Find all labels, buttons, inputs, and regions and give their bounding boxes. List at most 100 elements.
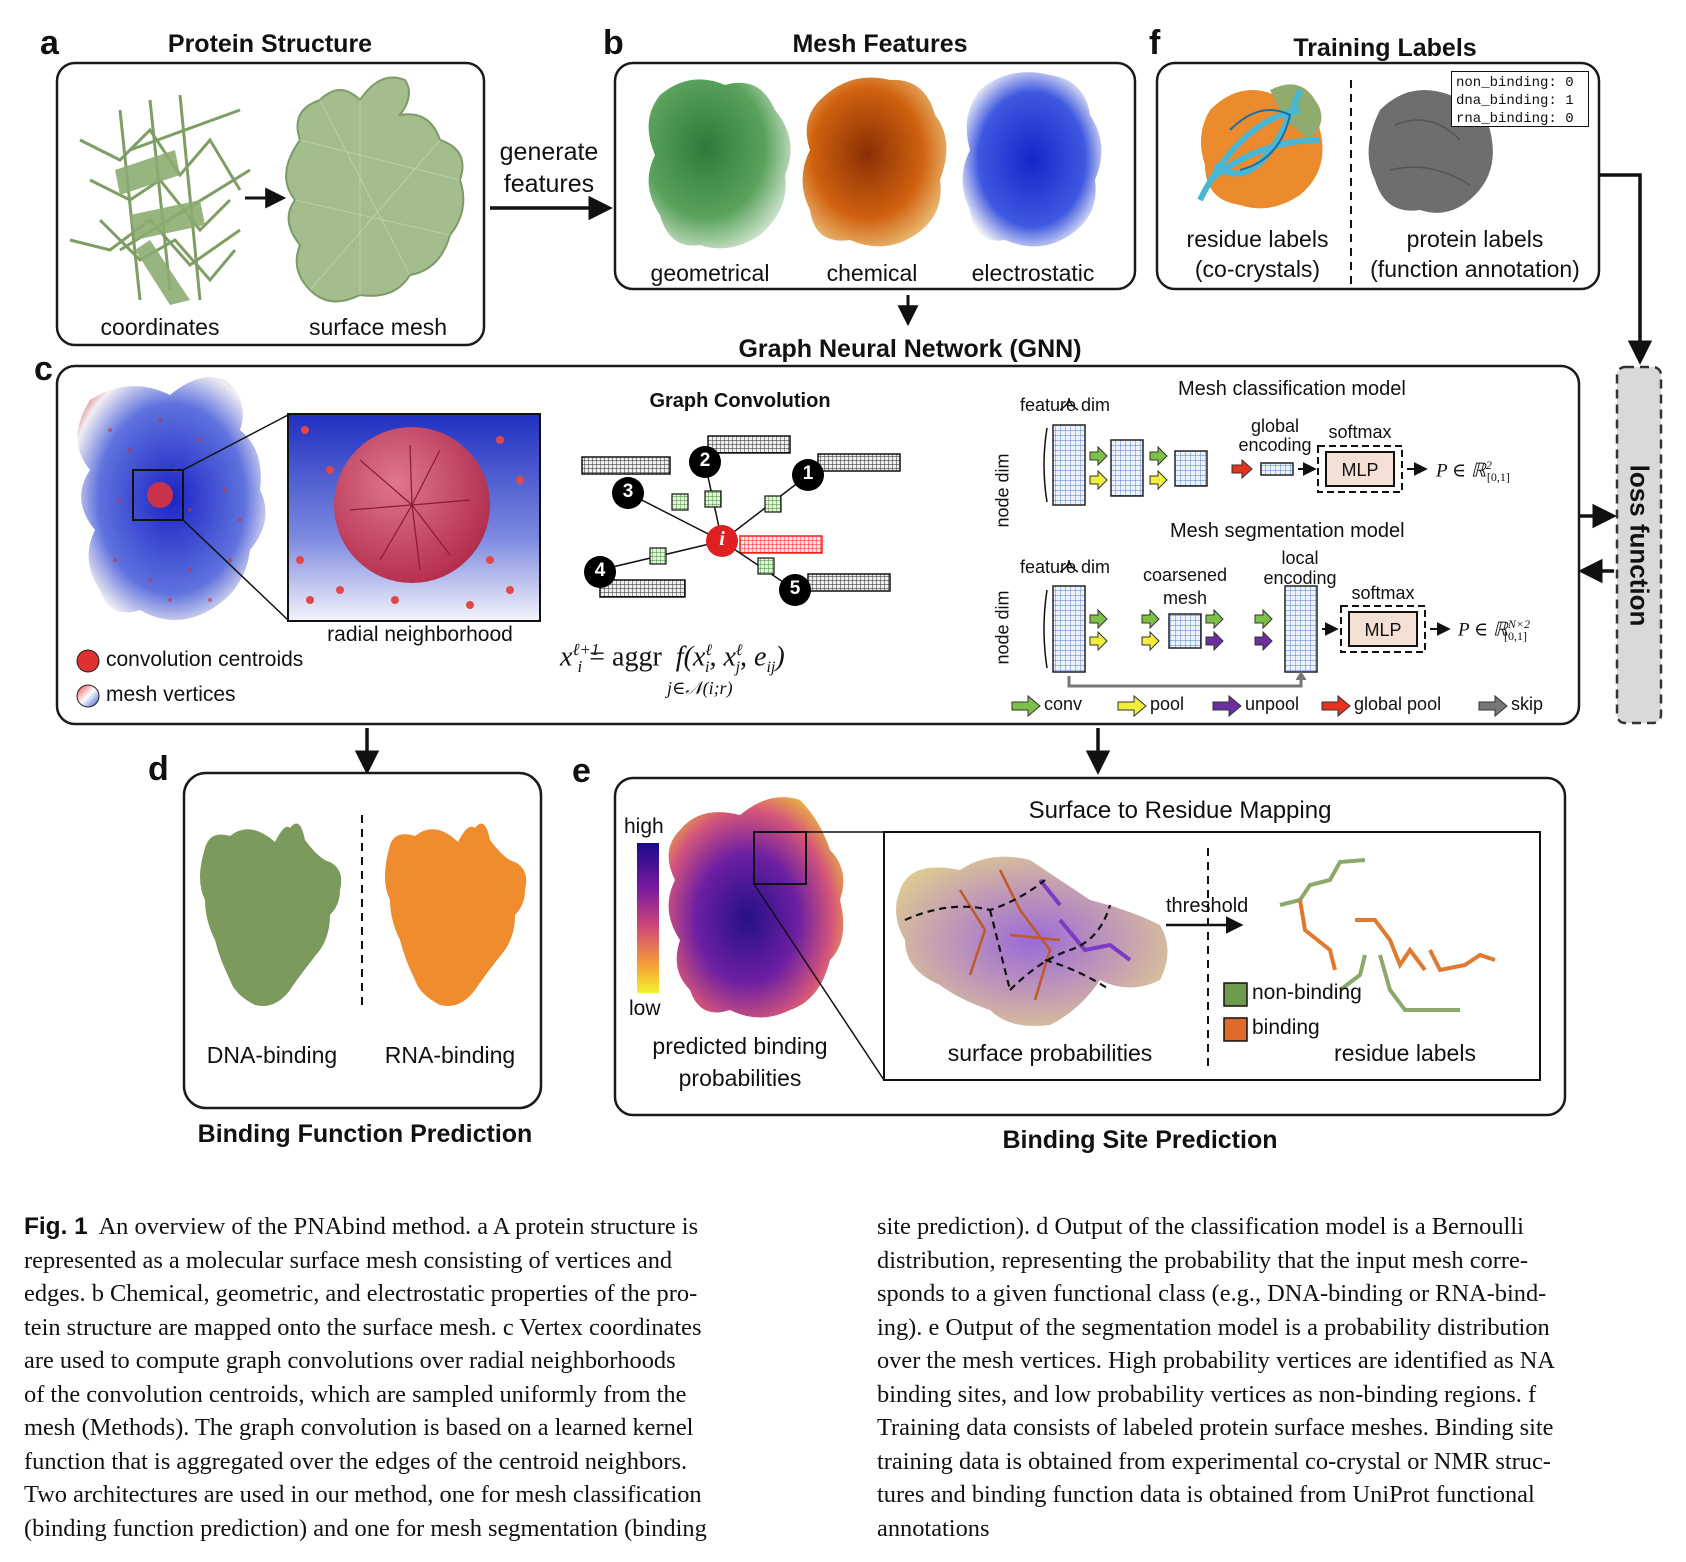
caption-line: represented as a molecular surface mesh …: [24, 1246, 673, 1274]
caption-line: mesh (Methods). The graph convolution is…: [24, 1414, 694, 1441]
caption-line: tures and binding function data is obtai…: [877, 1481, 1535, 1508]
colorbar-high: high: [624, 815, 664, 838]
geometrical-mesh: [648, 79, 791, 249]
node-1: 1: [802, 463, 814, 484]
surface-mapping-title: Surface to Residue Mapping: [1028, 797, 1332, 824]
centroid-legend-dot: [76, 649, 100, 673]
panel-b-title: Mesh Features: [792, 30, 968, 58]
feature-dim-label-2: feature dim: [1020, 557, 1111, 577]
segmentation-title: Mesh segmentation model: [1170, 520, 1405, 542]
panel-letter-f: f: [1149, 24, 1161, 62]
rna-binding-shape: [385, 823, 527, 1006]
probabilities-label: probabilities: [678, 1065, 802, 1091]
node-3: 3: [622, 481, 634, 502]
colorbar: [637, 843, 659, 993]
colorbar-low: low: [629, 997, 661, 1020]
panel-f-title: Training Labels: [1293, 34, 1477, 62]
graph-convolution-diagram: [581, 435, 901, 606]
caption-line: tein structure are mapped onto the surfa…: [24, 1313, 702, 1341]
binding-site-prediction-title: Binding Site Prediction: [1002, 1126, 1278, 1154]
caption-line: over the mesh vertices. High probability…: [877, 1347, 1555, 1374]
surface-mesh-shape: [285, 76, 465, 303]
node-5: 5: [789, 578, 801, 599]
formula-aggr: aggr: [612, 641, 662, 673]
figure-label: Fig. 1: [24, 1213, 88, 1240]
coarsened-label-2: mesh: [1162, 588, 1207, 608]
figure-graphics: [55, 61, 1663, 1117]
dna-binding-shape: [200, 823, 342, 1006]
mlp-label-2: MLP: [1364, 620, 1402, 640]
label-rna-binding: RNA-binding: [384, 1042, 516, 1068]
panel-letter-c: c: [34, 350, 53, 388]
residue-labels-label: residue labels: [1334, 1040, 1476, 1066]
local-encoding-2: encoding: [1263, 568, 1337, 588]
legend-non-binding: non-binding: [1252, 981, 1362, 1004]
caption-line: site prediction). d Output of the classi…: [877, 1213, 1524, 1240]
loss-function-box: [1615, 365, 1663, 725]
surface-probabilities-label: surface probabilities: [947, 1040, 1153, 1066]
label-geometrical: geometrical: [650, 260, 770, 286]
panel-letter-a: a: [40, 24, 59, 62]
gnn-title: Graph Neural Network (GNN): [738, 335, 1082, 363]
label-dna-binding: DNA-binding: [206, 1042, 338, 1068]
binding-function-prediction-title: Binding Function Prediction: [197, 1120, 533, 1148]
chemical-mesh: [802, 77, 947, 247]
panel-letter-b: b: [603, 24, 624, 62]
co-crystal-structure: [1197, 84, 1323, 209]
label-protein-labels: protein labels: [1406, 226, 1544, 252]
caption-line: annotations: [877, 1514, 990, 1542]
caption-line: (binding function prediction) and one fo…: [24, 1514, 707, 1542]
label-function-annotation: (function annotation): [1370, 256, 1580, 282]
label-surface-mesh: surface mesh: [308, 314, 448, 340]
formula: xℓ+1i = aggr f(xℓi, xℓj, eij): [560, 640, 785, 676]
local-encoding-1: local: [1281, 548, 1319, 568]
global-encoding-2: encoding: [1238, 435, 1312, 455]
softmax-label-2: softmax: [1351, 583, 1415, 603]
caption-line: edges. b Chemical, geometric, and electr…: [24, 1280, 698, 1307]
non-binding-swatch: [1223, 982, 1248, 1007]
coarsened-label-1: coarsened: [1142, 565, 1228, 585]
panel-a-title: Protein Structure: [167, 30, 373, 58]
classification-model-diagram: [1043, 397, 1428, 506]
node-4: 4: [594, 560, 606, 581]
legend-pool: pool: [1150, 694, 1185, 714]
global-encoding-1: global: [1250, 416, 1300, 436]
panel-letter-e: e: [572, 752, 591, 790]
vertex-legend-dot: [76, 684, 100, 708]
features-label: features: [503, 170, 595, 198]
label-radial-neighborhood: radial neighborhood: [327, 623, 513, 646]
arrow-legend: [1011, 694, 1508, 718]
feature-dim-label-1: feature dim: [1020, 395, 1111, 415]
output-segmentation: P ∈ ℝN×2[0,1]: [1458, 617, 1530, 644]
binding-swatch: [1223, 1017, 1248, 1042]
panel-letter-d: d: [148, 750, 169, 788]
formula-subscript: j∈𝒩(i;r): [667, 678, 733, 698]
graph-convolution-title: Graph Convolution: [649, 390, 831, 412]
caption-line: Training data consists of labeled protei…: [877, 1414, 1554, 1441]
output-classification: P ∈ ℝ2[0,1]: [1436, 458, 1510, 485]
softmax-label-1: softmax: [1328, 422, 1392, 442]
label-co-crystals: (co-crystals): [1194, 256, 1321, 282]
caption-line: ing). e Output of the segmentation model…: [877, 1313, 1550, 1341]
caption-line: are used to compute graph convolutions o…: [24, 1347, 676, 1374]
caption-line: distribution, representing the probabili…: [877, 1246, 1528, 1274]
electrostatic-mesh: [962, 72, 1102, 247]
label-electrostatic: electrostatic: [971, 260, 1095, 286]
caption-line: sponds to a given functional class (e.g.…: [877, 1280, 1547, 1307]
caption-line: binding sites, and low probability verti…: [877, 1380, 1537, 1408]
caption-line: training data is obtained from experimen…: [877, 1447, 1551, 1475]
legend-conv: conv: [1044, 694, 1083, 714]
threshold-label: threshold: [1166, 895, 1249, 917]
segmentation-model-diagram: [1043, 559, 1451, 688]
label-residue-labels: residue labels: [1186, 226, 1329, 252]
residue-labels-sticks: [1279, 858, 1496, 1012]
node-i: i: [719, 528, 725, 550]
label-chemical: chemical: [826, 260, 918, 286]
mlp-label-1: MLP: [1341, 460, 1379, 480]
caption-line: Two architectures are used in our method…: [24, 1481, 702, 1508]
protein-label-codebox: non_binding: 0 dna_binding: 1 rna_bindin…: [1451, 71, 1589, 127]
legend-unpool: unpool: [1245, 694, 1300, 714]
legend-convolution-centroids: convolution centroids: [106, 648, 304, 671]
code-line-dna-binding: dna_binding: 1: [1456, 93, 1574, 109]
predicted-probabilities-mesh: [668, 797, 844, 1018]
